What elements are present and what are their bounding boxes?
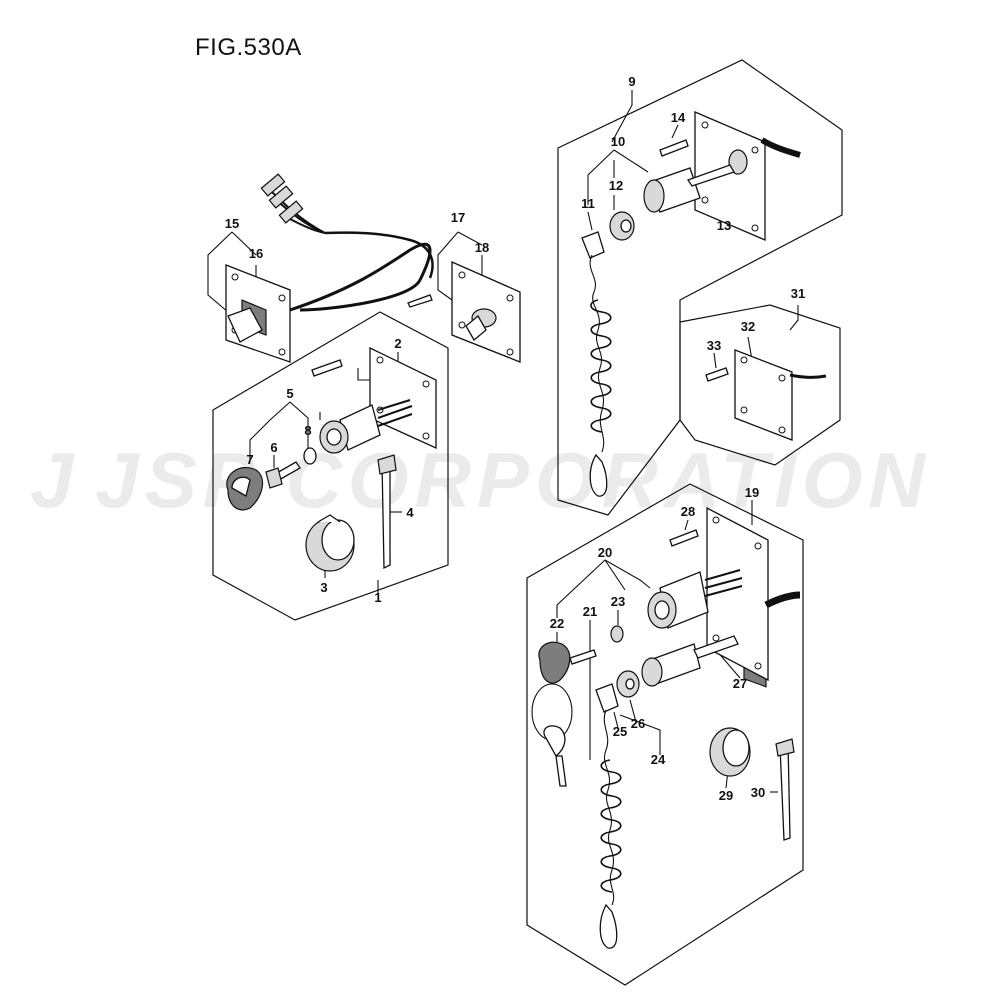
callout-1: 1 [374, 590, 381, 605]
part-25-lanyard [595, 683, 622, 949]
part-22-key-set [531, 641, 597, 787]
callout-16: 16 [249, 246, 263, 261]
callout-12: 12 [609, 178, 623, 193]
part-23-washer [610, 625, 624, 643]
part-4-cable-tie [377, 454, 397, 570]
group-outlines [212, 59, 843, 986]
part-2-plate-switch [311, 346, 437, 454]
callout-15: 15 [225, 216, 239, 231]
part-14-screw [659, 139, 689, 157]
callout-3: 3 [320, 580, 327, 595]
callout-9: 9 [628, 74, 635, 89]
callout-labels: 1234567891011121314151617181920212223242… [225, 74, 805, 803]
callout-23: 23 [611, 594, 625, 609]
part-15-switch-harness [225, 173, 434, 363]
callout-28: 28 [681, 504, 695, 519]
callout-7: 7 [246, 452, 253, 467]
group-9-outline [557, 59, 843, 516]
callout-29: 29 [719, 788, 733, 803]
part-28-screw [669, 529, 699, 547]
callout-6: 6 [270, 440, 277, 455]
callout-11: 11 [581, 196, 595, 211]
group-19-outline [526, 483, 804, 986]
part-3-cap [305, 514, 355, 572]
callout-8: 8 [304, 423, 311, 438]
callout-19: 19 [745, 485, 759, 500]
callout-18: 18 [475, 240, 489, 255]
callout-25: 25 [613, 724, 627, 739]
part-27-plate-switch [641, 506, 801, 687]
callout-24: 24 [651, 752, 666, 767]
callout-30: 30 [751, 785, 765, 800]
group-1-outline [212, 311, 449, 621]
callout-21: 21 [583, 604, 597, 619]
part-29-cap [709, 727, 751, 777]
callout-20: 20 [598, 545, 612, 560]
part-26-nut [616, 670, 640, 698]
part-30-cable-tie [775, 738, 795, 841]
callout-32: 32 [741, 319, 755, 334]
callout-10: 10 [611, 134, 625, 149]
callout-2: 2 [394, 336, 401, 351]
callout-31: 31 [791, 286, 805, 301]
group-31-outline [679, 304, 841, 466]
part-17-plate-knob [407, 261, 521, 363]
callout-14: 14 [671, 110, 686, 125]
figure-title: FIG.530A [195, 34, 302, 61]
part-5-key-cap [226, 447, 317, 511]
watermark-logo-icon: J [30, 436, 80, 524]
callout-22: 22 [550, 616, 564, 631]
callout-4: 4 [406, 505, 414, 520]
part-13-plate-switch [643, 111, 801, 241]
callout-26: 26 [631, 716, 645, 731]
part-12-nut [609, 211, 635, 241]
callout-17: 17 [451, 210, 465, 225]
callout-13: 13 [717, 218, 731, 233]
callout-27: 27 [733, 676, 747, 691]
part-11-lanyard [581, 231, 612, 497]
callout-33: 33 [707, 338, 721, 353]
callout-5: 5 [286, 386, 293, 401]
